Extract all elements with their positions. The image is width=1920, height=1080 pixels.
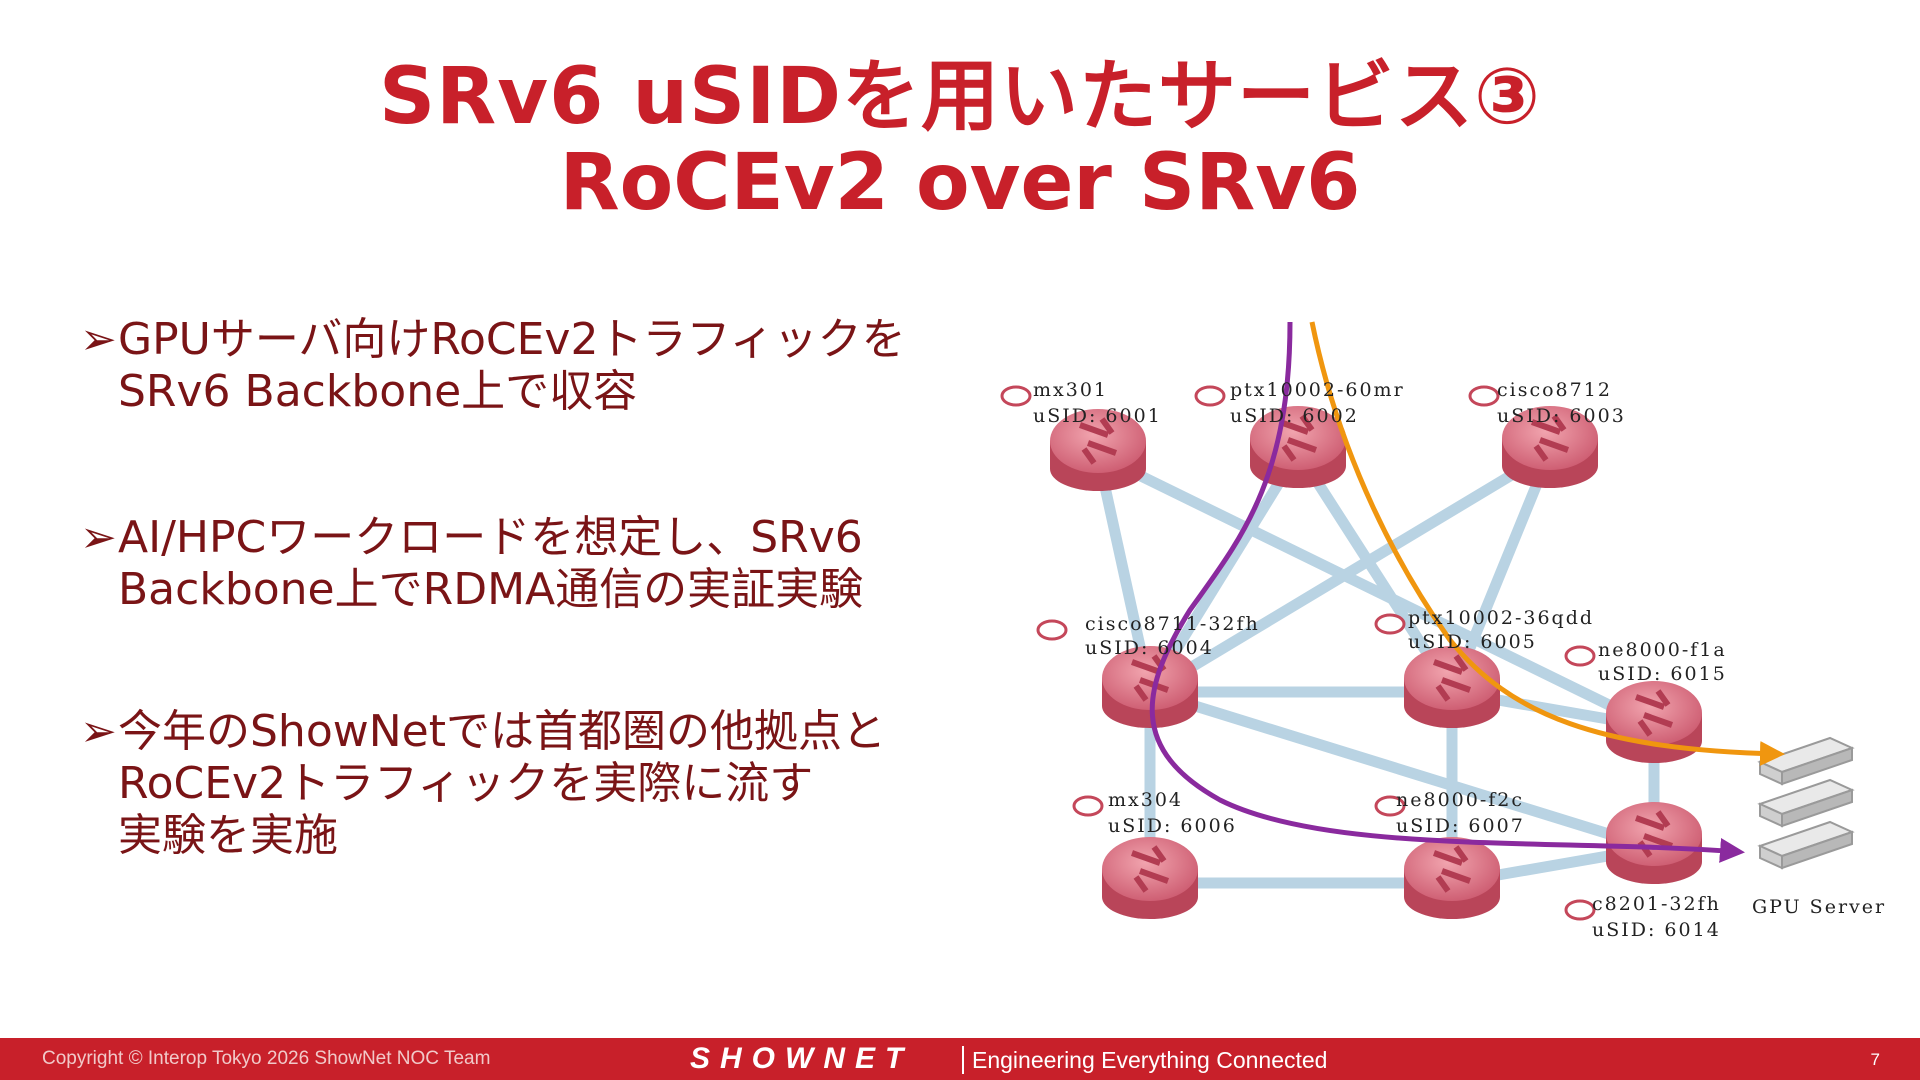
node-usid-label: uSID: 6003 [1497, 405, 1626, 427]
node-tag-icon [1000, 385, 1032, 407]
gpu-server-label: GPU Server [1752, 896, 1886, 918]
arrow-bullet-icon: ➢ [80, 512, 117, 563]
router-arrows-icon [1278, 414, 1318, 462]
shownet-logo: SHOWNET [690, 1042, 914, 1075]
node-usid-label: uSID: 6001 [1033, 405, 1162, 427]
node-name-label: ptx10002-36qdd [1408, 607, 1594, 629]
router-mx301 [1050, 409, 1146, 491]
copyright-text: Copyright © Interop Tokyo 2026 ShowNet N… [42, 1048, 491, 1069]
purple-traffic-path [1149, 321, 1745, 863]
node-name-label: ptx10002-60mr [1230, 379, 1405, 401]
node-usid-label: uSID: 6005 [1408, 631, 1537, 653]
link-cisco8711-32fh-c8201-32fh [1148, 686, 1656, 854]
link-cisco8712-cisco8711-32fh [1147, 447, 1553, 697]
node-tag-icon [1374, 613, 1406, 635]
router-mx304 [1102, 837, 1198, 919]
node-name-label: cisco8712 [1497, 379, 1612, 401]
node-usid-label: uSID: 6015 [1598, 663, 1727, 685]
node-name-label: ne8000-f2c [1396, 789, 1524, 811]
router-arrows-icon [1634, 810, 1674, 858]
node-usid-label: uSID: 6004 [1085, 637, 1214, 659]
node-usid-label: uSID: 6007 [1396, 815, 1525, 837]
gpu-server-icon [1757, 736, 1855, 870]
node-tag-icon [1072, 795, 1104, 817]
node-tag-icon [1564, 645, 1596, 667]
router-c8201-32fh [1606, 802, 1702, 884]
router-arrows-icon [1078, 417, 1118, 465]
bullet-text: 今年のShowNetでは首都圏の他拠点と RoCEv2トラフィックを実際に流す … [118, 706, 886, 861]
router-ptx10002-36qdd [1404, 646, 1500, 728]
node-tag-icon [1036, 619, 1068, 641]
arrow-bullet-icon: ➢ [80, 314, 117, 365]
router-ne8000-f1a [1606, 681, 1702, 763]
router-arrows-icon [1634, 689, 1674, 737]
node-name-label: c8201-32fh [1592, 893, 1721, 915]
bullet-text: AI/HPCワークロードを想定し、SRv6 Backbone上でRDMA通信の実… [118, 512, 864, 615]
arrow-bullet-icon: ➢ [80, 706, 117, 757]
node-tag-icon [1564, 899, 1596, 921]
node-tag-icon [1374, 795, 1406, 817]
router-arrows-icon [1432, 654, 1472, 702]
node-name-label: cisco8711-32fh [1085, 613, 1260, 635]
node-name-label: mx304 [1108, 789, 1183, 811]
network-topology-diagram: GPU Server mx301 uSID: 6001 ptx10002-60mr u… [1000, 321, 1886, 941]
node-name-label: mx301 [1033, 379, 1108, 401]
bullet-item-1: ➢ GPUサーバ向けRoCEv2トラフィックを SRv6 Backbone上で収… [80, 314, 906, 418]
node-usid-label: uSID: 6014 [1592, 919, 1721, 941]
node-name-label: ne8000-f1a [1598, 639, 1727, 661]
footer-bar: Copyright © Interop Tokyo 2026 ShowNet N… [0, 1038, 1920, 1080]
bullet-text: GPUサーバ向けRoCEv2トラフィックを SRv6 Backbone上で収容 [118, 314, 906, 417]
slide-title-line2: RoCEv2 over SRv6 [559, 138, 1361, 228]
router-arrows-icon [1530, 414, 1570, 462]
node-usid-label: uSID: 6006 [1108, 815, 1237, 837]
node-tag-icon [1468, 385, 1500, 407]
tagline-text: Engineering Everything Connected [972, 1047, 1328, 1073]
bullet-item-2: ➢ AI/HPCワークロードを想定し、SRv6 Backbone上でRDMA通信… [80, 512, 863, 616]
router-cisco8712 [1502, 406, 1598, 488]
footer-divider [962, 1046, 964, 1074]
orange-traffic-path [1309, 321, 1785, 767]
node-tag-icon [1194, 385, 1226, 407]
router-arrows-icon [1130, 845, 1170, 893]
slide-title-line1: SRv6 uSIDを用いたサービス③ [378, 52, 1542, 142]
link-mx301-ne8000-f1a [1095, 450, 1657, 732]
page-number: 7 [1870, 1050, 1880, 1069]
bullet-item-3: ➢ 今年のShowNetでは首都圏の他拠点と RoCEv2トラフィックを実際に流… [80, 706, 886, 862]
router-ne8000-f2c [1404, 837, 1500, 919]
router-arrows-icon [1432, 845, 1472, 893]
node-usid-label: uSID: 6002 [1230, 405, 1359, 427]
